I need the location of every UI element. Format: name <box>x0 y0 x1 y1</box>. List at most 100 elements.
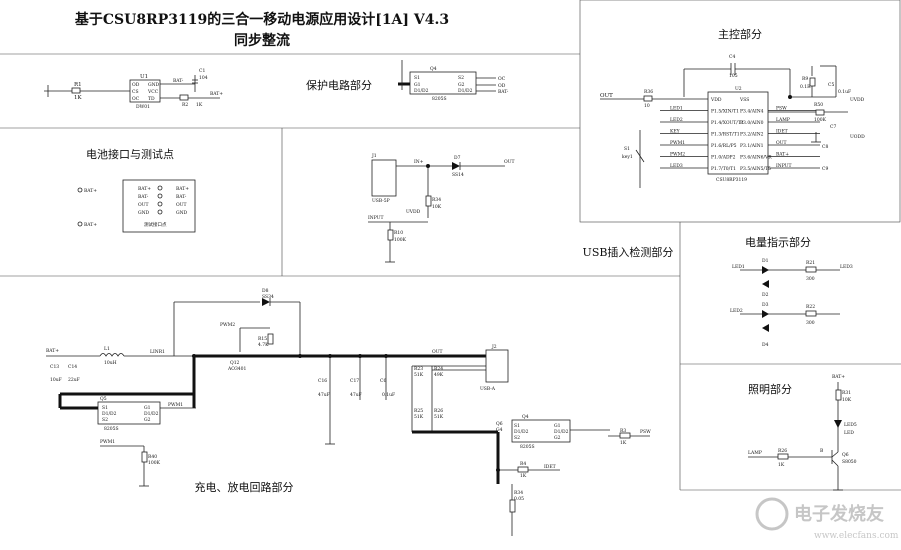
s1-value: key1 <box>622 154 633 160</box>
junction-dots <box>192 95 792 472</box>
q5-pin-d1d2: D1/D2 <box>102 411 117 417</box>
u1-pin-od: OD <box>132 82 140 88</box>
r31-label: R31 <box>842 390 851 396</box>
section-label-level: 电量指示部分 <box>745 235 811 249</box>
lamp-net: LAMP <box>748 450 762 456</box>
q4-pin-s2: S2 <box>458 75 464 81</box>
led5-value: LED <box>844 430 854 436</box>
u2-right-pin: P3.4/AIN4 <box>740 109 764 115</box>
c16-label: C16 <box>318 378 327 384</box>
level-circuit: LED1 LED2 D1 D2 D3 D4 R21 300 R22 300 LE… <box>730 258 853 348</box>
title-line-2: 同步整流 <box>234 32 290 49</box>
watermark: 电子发烧友 www.elecfans.com <box>755 497 899 541</box>
charge-q6-net: Q6 <box>496 421 503 427</box>
j2-label: J2 <box>491 344 497 350</box>
u1-pin-td: TD <box>148 96 155 102</box>
bat-test-plus-2: BAT+ <box>84 222 97 228</box>
test-point-name: OUT <box>176 202 186 208</box>
ground-symbols <box>139 132 843 491</box>
r2-label: R2 <box>182 102 188 108</box>
u2-left-pin: P1.0/ADP2 <box>711 155 736 161</box>
q4-pin-d1d2b: D1/D2 <box>458 88 473 94</box>
level-led1-net: LED1 <box>732 264 745 270</box>
c5-label: C5 <box>828 82 834 88</box>
test-point-name: BAT- <box>176 194 187 200</box>
c4-label: C4 <box>729 54 735 60</box>
u2-right-pins: VSSP3.4/AIN4PSWP3.0/AIN0LAMPP3.2/AIN2IDE… <box>739 97 820 172</box>
test-point-net: BAT- <box>138 194 149 200</box>
q4-part: 8205S <box>432 96 447 102</box>
uvdd-net: UVDD <box>850 97 865 103</box>
r15-label: R15 <box>258 336 267 342</box>
bat-test-plus: BAT+ <box>84 188 97 194</box>
r10-value: 100K <box>394 237 407 243</box>
u2-right-pin: P3.0/AIN0 <box>740 120 764 126</box>
test-point-name: BAT+ <box>176 186 189 192</box>
q5-part: 8205S <box>104 426 119 432</box>
charge-pwm1-net: PWM1 <box>168 402 183 408</box>
r21-label: R21 <box>806 260 815 266</box>
protect-bat-minus: BAT- <box>173 78 184 84</box>
c4-value: 105 <box>729 73 738 79</box>
u2-left-pin: VDD <box>710 97 722 103</box>
c1-label: C1 <box>199 68 205 74</box>
j1-part: USB-5P <box>372 198 390 204</box>
charge-r3-label: R3 <box>620 428 626 434</box>
test-point-pad <box>157 209 163 215</box>
q12-label: Q12 <box>230 360 240 366</box>
j2-part: USB-A <box>480 386 496 392</box>
test-point-net: BAT+ <box>138 186 151 192</box>
c5-value: 0.1uF <box>838 89 851 95</box>
u2-right-pin: P3.2/AIN2 <box>740 132 764 138</box>
u2-label: U2 <box>735 86 742 92</box>
usb-detect-circuit: J1 USB-5P IN+ D7 SS14 OUT R34 10K UVDD I… <box>368 153 514 256</box>
title-line-1: 基于CSU8RP3119的三合一移动电源应用设计[1A] V4.3 <box>75 11 449 28</box>
u1-pin-gnd: GND <box>148 82 160 88</box>
light-bat-plus: BAT+ <box>832 374 845 380</box>
charge-r4-label: R4 <box>520 461 526 467</box>
charge-r34-label: R34 <box>514 490 523 496</box>
r23-label: R23 <box>414 366 423 372</box>
charge-r26-value: 51K <box>434 414 444 420</box>
c13-value: 10uF <box>50 377 62 383</box>
main-circuit: C4 105 U2 CSU8RP3119 OUT R36 10 VDDP1.5/… <box>600 54 865 188</box>
light-r26-label: R26 <box>778 448 787 454</box>
r25-value: 51K <box>414 414 424 420</box>
q5-pin-g2: G2 <box>144 417 151 423</box>
q5-chip <box>97 401 161 425</box>
c8-label: C8 <box>822 144 828 150</box>
q4b-pin-g1: G1 <box>554 423 561 429</box>
r10-label: R10 <box>394 230 403 236</box>
q4b-pin-s1: S1 <box>514 423 520 429</box>
r21-value: 300 <box>806 276 815 282</box>
charge-bat-plus: BAT+ <box>46 348 59 354</box>
u2-left-pin: P1.4/XOUT/T1 <box>711 120 744 126</box>
u2-right-net: BAT+ <box>776 152 789 158</box>
u2-left-pin: P1.6/RL/P5 <box>711 143 737 149</box>
usb-r34-value: 10K <box>432 204 442 210</box>
in-plus-net: IN+ <box>414 159 424 165</box>
u2-right-pin: P3.6/AIN6/VR <box>740 155 772 161</box>
j1-connector <box>371 159 397 197</box>
section-label-battery: 电池接口与测试点 <box>86 148 174 161</box>
r50-label: R50 <box>814 102 823 108</box>
u2-left-net: KEY <box>670 129 681 135</box>
r9-value: 0.1R <box>800 84 811 90</box>
protect-circuit: R1 1K U1 DW01 OD CS OC GND VCC TD R2 1K … <box>44 60 509 110</box>
q4b-pin-d1d2b: D1/D2 <box>554 429 569 435</box>
uodd-net: UODD <box>850 134 865 140</box>
q6-base-label: B <box>820 448 824 454</box>
q4-net-od: OD <box>498 83 506 89</box>
q4-pin-g2: G2 <box>458 82 465 88</box>
r40-label: R40 <box>148 454 157 460</box>
section-label-main: 主控部分 <box>718 27 762 41</box>
test-point-pad <box>157 185 163 191</box>
u2-left-pins: VDDP1.5/XIN/T1LED1P1.4/XOUT/T1LED2P1.3/R… <box>660 97 744 172</box>
watermark-url: www.elecfans.com <box>814 531 899 541</box>
level-led2-net: LED2 <box>730 308 743 314</box>
q5-pin-d1d2b: D1/D2 <box>144 411 159 417</box>
u2-part: CSU8RP3119 <box>716 177 747 183</box>
